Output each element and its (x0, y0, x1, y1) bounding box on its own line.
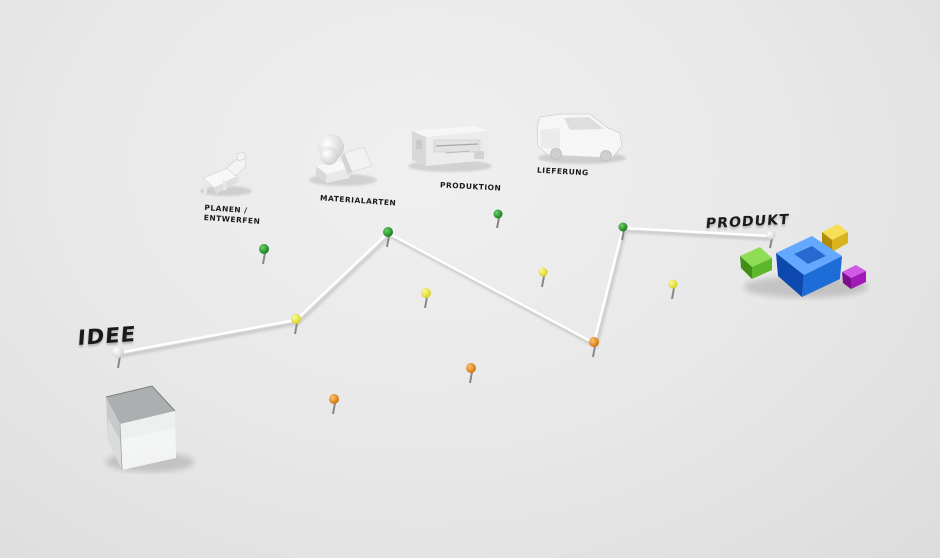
material-shapes-icon (309, 134, 377, 186)
pin-yellow-3 (538, 267, 548, 288)
cube-cluster-icon (740, 224, 868, 298)
pin-idee (112, 346, 124, 369)
pin-green-1 (259, 244, 269, 265)
pin-yellow-1 (291, 314, 301, 335)
pin-green-4 (618, 222, 628, 241)
process-path-line (117, 226, 774, 358)
pin-green-3 (493, 209, 503, 229)
pin-orange-2 (466, 363, 476, 384)
machine-icon (408, 126, 492, 172)
pin-orange-1 (589, 337, 599, 358)
pin-green-2 (383, 227, 393, 248)
chair-icon (200, 151, 252, 196)
pins (112, 209, 776, 415)
label-idee: IDEE (76, 322, 137, 350)
pin-yellow-2 (421, 288, 431, 309)
glass-cube-icon (105, 385, 194, 472)
pin-produkt (766, 230, 776, 249)
label-planen-entwerfen: PLANEN / ENTWERFEN (203, 203, 261, 227)
pin-yellow-4 (668, 279, 678, 300)
pin-orange-3 (329, 394, 339, 415)
car-icon (536, 113, 626, 164)
